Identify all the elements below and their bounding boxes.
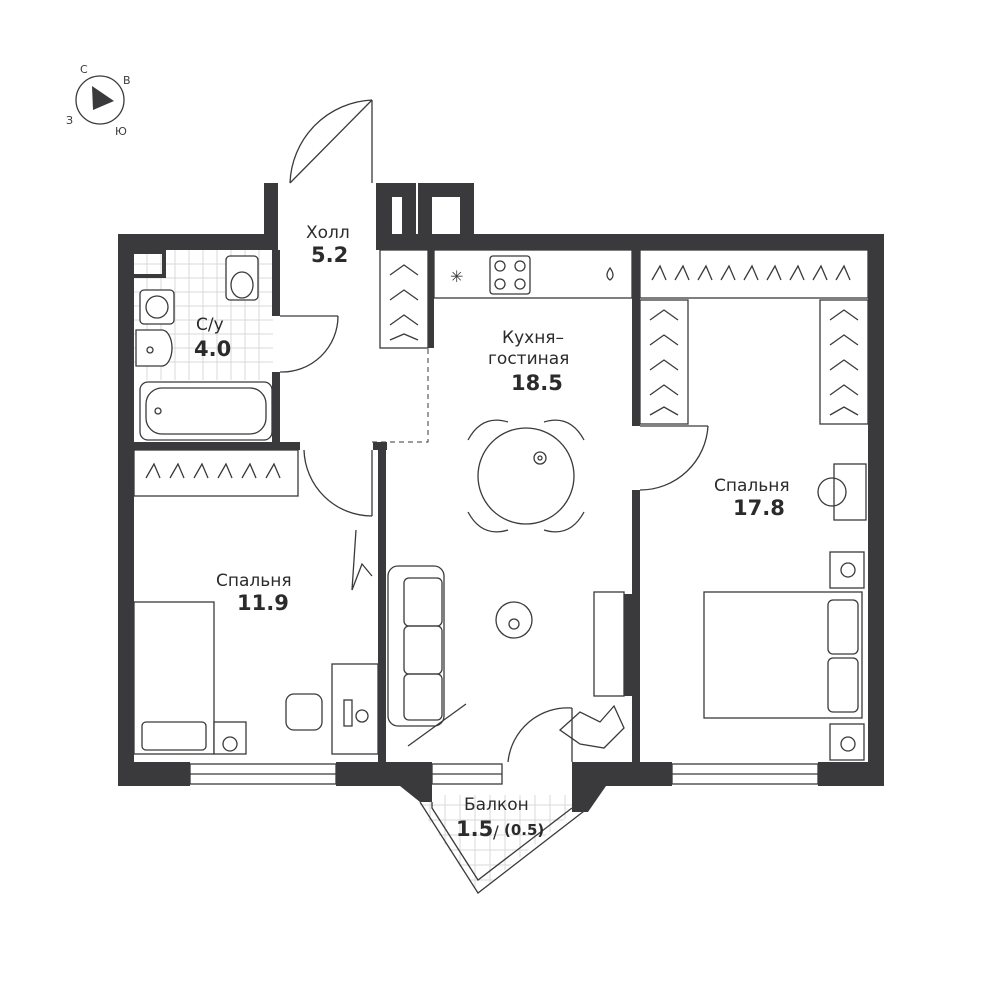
toilet-icon <box>225 255 259 301</box>
desk <box>331 663 379 755</box>
bedroom-large-area: 17.8 <box>733 496 785 520</box>
bathtub-icon <box>139 381 273 441</box>
hall-name: Холл <box>306 223 350 243</box>
kitchen-name-line2: гостиная <box>488 349 569 369</box>
sink-icon <box>135 329 173 367</box>
dining-table <box>467 419 585 533</box>
bedroom-wardrobe <box>639 249 869 425</box>
compass-arrow-icon <box>92 86 114 110</box>
bedroom-small-name: Спальня <box>216 571 292 591</box>
compass-north: С <box>80 63 88 76</box>
snowflake-icon: ✳ <box>450 267 463 286</box>
hall-wardrobe <box>379 249 429 349</box>
big-bedroom-furniture <box>703 463 867 761</box>
windows <box>189 763 819 785</box>
bathroom-fixtures <box>135 255 273 441</box>
balcony-area: 1.5 <box>456 817 493 841</box>
hall-area: 5.2 <box>311 243 348 267</box>
compass-east: В <box>123 74 131 87</box>
compass-ring <box>75 75 125 125</box>
entry-door <box>289 99 373 184</box>
chair-icon <box>285 693 323 731</box>
balcony-area-reduced: (0.5) <box>504 821 544 839</box>
sink-icon <box>606 266 614 281</box>
kitchen-area: 18.5 <box>511 371 563 395</box>
bedroom-large-name: Спальня <box>714 476 790 496</box>
balcony-name: Балкон <box>464 795 529 815</box>
washing-machine-icon <box>139 289 175 325</box>
doors <box>279 99 709 763</box>
small-bedroom-furniture <box>133 529 379 755</box>
bedroom-small-area: 11.9 <box>237 591 289 615</box>
single-bed-icon <box>133 601 215 755</box>
balcony-outline <box>419 801 589 894</box>
double-bed-icon <box>703 591 863 719</box>
plant-icon <box>558 704 625 749</box>
stove-icon <box>489 255 531 295</box>
tv-stand <box>593 591 625 697</box>
living-furniture <box>387 565 625 749</box>
bathroom-name: С/у <box>196 315 224 335</box>
room-labels: Холл 5.2 С/у 4.0 Кухня– гостиная 18.5 Сп… <box>194 223 790 843</box>
radiator-mark <box>351 529 373 591</box>
kitchen-counter: ✳ <box>433 249 633 299</box>
bathroom-area: 4.0 <box>194 337 231 361</box>
kitchen-name-line1: Кухня– <box>502 328 564 348</box>
compass: С В Ю З <box>66 63 131 138</box>
nightstand <box>213 721 247 755</box>
nightstand <box>829 723 865 761</box>
compass-south: Ю <box>115 125 127 138</box>
nightstand <box>829 551 865 589</box>
walls <box>118 183 884 812</box>
sofa-icon <box>387 565 445 727</box>
compass-west: З <box>66 114 73 127</box>
vanity <box>833 463 867 521</box>
balcony-separator: / <box>493 823 499 843</box>
small-bedroom-wardrobe <box>133 449 299 497</box>
